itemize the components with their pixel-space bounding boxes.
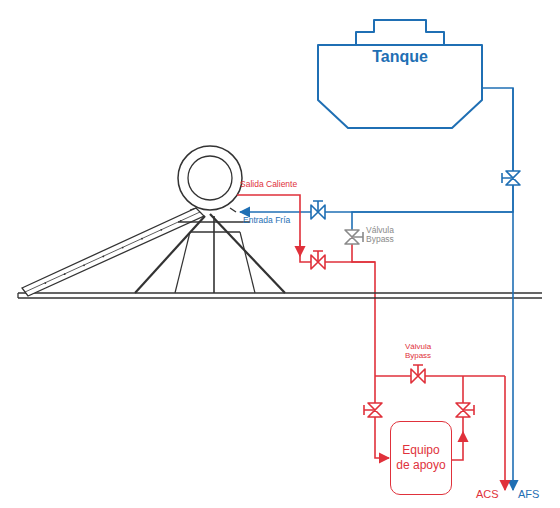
panel-rivet [83, 264, 85, 266]
valve-symbol [345, 230, 363, 244]
pipe-connector [352, 88, 513, 458]
valve-symbol [456, 403, 474, 417]
outlet-tag: AFS [518, 488, 539, 500]
tank-node: Tanque [316, 18, 484, 130]
support-leg [210, 214, 285, 293]
hot-pipe [237, 195, 375, 262]
hot-pipe [452, 432, 463, 460]
support-brace [240, 232, 255, 293]
panel-rivet [44, 282, 46, 284]
support-leg [213, 216, 215, 293]
base-line [17, 293, 18, 298]
support-bar [190, 231, 240, 232]
valve-symbol [502, 171, 520, 185]
tank-mount [190, 208, 196, 210]
storage-tank-end [188, 156, 232, 200]
hot-pipe-arrow [299, 240, 301, 256]
valve-symbol [311, 201, 325, 219]
node-text: Equipo de apoyo [395, 443, 447, 473]
storage-tank [178, 146, 242, 210]
panel-rivet [160, 229, 162, 231]
panel-rivet [122, 247, 124, 249]
panel-rivet [141, 238, 143, 240]
panel-rivet [102, 256, 104, 258]
valve-label: Válvula Bypass [366, 226, 406, 245]
valve-symbol [311, 251, 325, 269]
valve-label: Válvula Bypass [398, 343, 438, 361]
hot-pipe [375, 375, 505, 377]
outlet-label: Salida Caliente [240, 180, 297, 189]
base-line [18, 292, 542, 293]
collector-panel [22, 208, 204, 296]
support-leg [135, 216, 205, 293]
node-text: Tanque [316, 47, 484, 67]
support-brace [175, 232, 190, 293]
tank-outline [316, 18, 484, 130]
base-line [18, 297, 542, 298]
hot-pipe [504, 376, 506, 490]
valve-symbol [411, 365, 425, 383]
inlet-label: Entrada Fría [243, 216, 290, 225]
tank-mount [230, 208, 236, 212]
cold-inlet-pipe [240, 211, 513, 213]
outlet-tag: ACS [476, 488, 499, 500]
cold-pipe [512, 88, 514, 490]
valve-symbol [364, 403, 382, 417]
panel-rivet [64, 273, 66, 275]
backup-box: Equipo de apoyo [390, 421, 452, 495]
